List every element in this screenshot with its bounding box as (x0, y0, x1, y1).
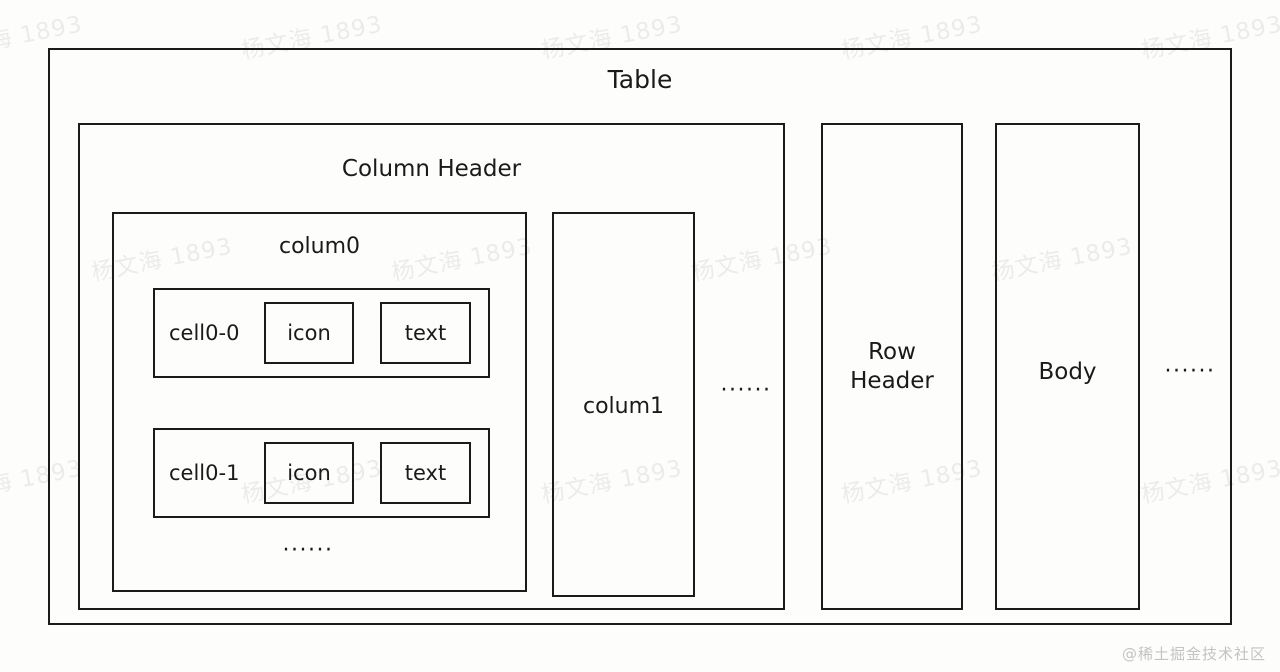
table-title: Table (607, 65, 673, 94)
colum0-more-cells-ellipsis: ······ (282, 538, 334, 563)
colum1-title: colum1 (582, 394, 665, 419)
cell-0-1-icon-box: icon (264, 442, 354, 504)
cell-0-0-icon-box: icon (264, 302, 354, 364)
cell-0-1-box: cell0-1 icon text (153, 428, 490, 518)
row-header-title: Row Header (850, 339, 934, 395)
cell-0-1-text-box: text (380, 442, 471, 504)
site-watermark: @稀土掘金技术社区 (1121, 645, 1266, 663)
cell-0-1-label: cell0-1 (169, 461, 240, 485)
colum1-box (552, 212, 695, 597)
cell-0-0-label: cell0-0 (169, 321, 240, 345)
body-box (995, 123, 1140, 610)
row-header-box (821, 123, 963, 610)
colum0-title: colum0 (278, 234, 361, 259)
table-container-box (48, 48, 1232, 625)
cell-0-0-box: cell0-0 icon text (153, 288, 490, 378)
colum0-box (112, 212, 527, 592)
column-header-title: Column Header (341, 156, 522, 182)
cell-0-0-text-box: text (380, 302, 471, 364)
body-title: Body (1038, 359, 1097, 385)
column-header-box (78, 123, 785, 610)
trailing-more-ellipsis: ······ (1164, 359, 1216, 384)
more-columns-ellipsis: ······ (720, 378, 772, 403)
